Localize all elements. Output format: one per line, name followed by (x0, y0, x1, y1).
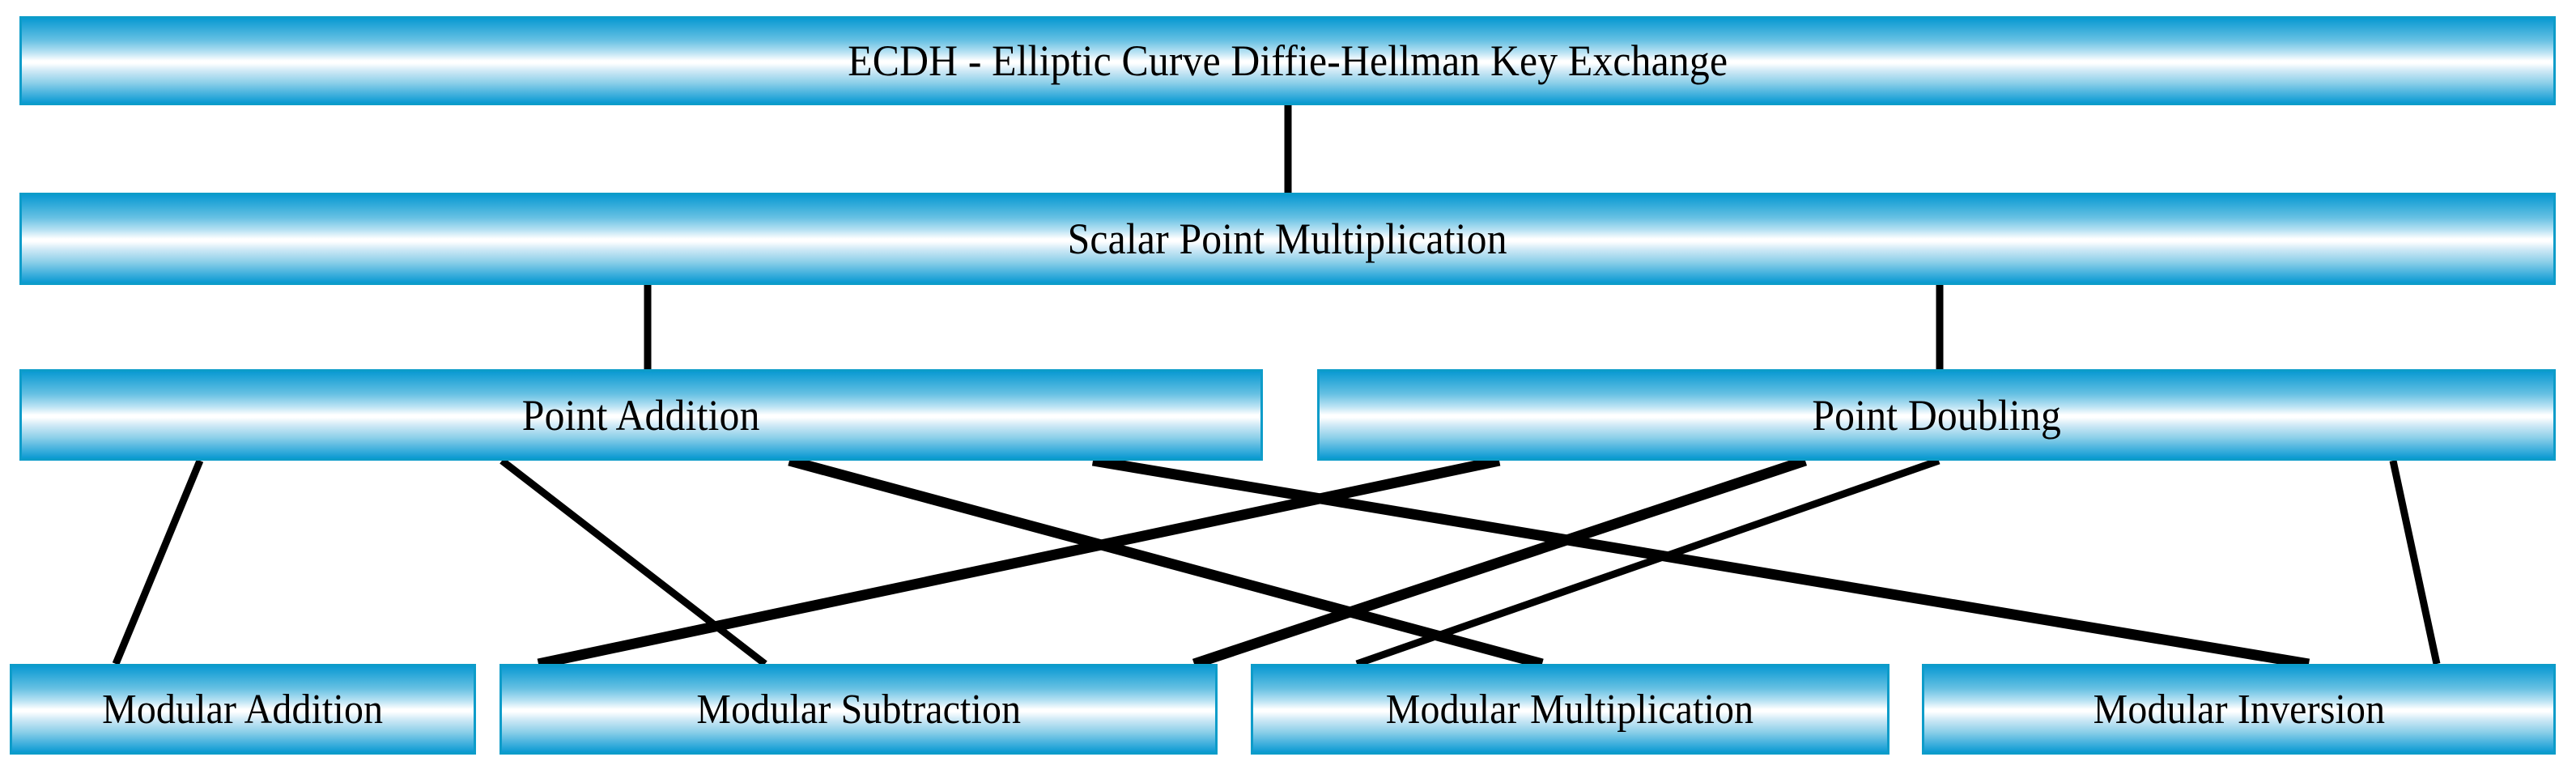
edge-point-doubling-to-modular-multiplication (1355, 457, 1941, 668)
edge-point-addition-to-modular-addition (112, 459, 204, 666)
node-modular-addition-label: Modular Addition (102, 686, 384, 733)
node-scalar-point-multiplication[interactable]: Scalar Point Multiplication (19, 193, 2556, 285)
edge-point-doubling-to-modular-addition (537, 455, 1501, 670)
edge-point-addition-to-modular-inversion (1091, 455, 2310, 670)
node-modular-inversion[interactable]: Modular Inversion (1922, 664, 2556, 755)
node-scalar-point-multiplication-label: Scalar Point Multiplication (1067, 215, 1508, 263)
node-modular-addition[interactable]: Modular Addition (10, 664, 476, 755)
node-ecdh-label: ECDH - Elliptic Curve Diffie-Hellman Key… (848, 36, 1728, 85)
node-modular-subtraction[interactable]: Modular Subtraction (499, 664, 1218, 755)
node-modular-subtraction-label: Modular Subtraction (696, 686, 1021, 733)
edge-point-addition-to-modular-multiplication (788, 455, 1544, 670)
edge-point-doubling-to-modular-subtraction (1192, 455, 1808, 670)
node-point-addition[interactable]: Point Addition (19, 369, 1263, 461)
node-point-doubling-label: Point Doubling (1812, 390, 2061, 440)
edge-point-addition-to-modular-subtraction (499, 457, 767, 667)
node-point-doubling[interactable]: Point Doubling (1317, 369, 2556, 461)
node-modular-multiplication[interactable]: Modular Multiplication (1251, 664, 1889, 755)
node-point-addition-label: Point Addition (522, 390, 760, 440)
node-ecdh[interactable]: ECDH - Elliptic Curve Diffie-Hellman Key… (19, 16, 2556, 105)
node-modular-multiplication-label: Modular Multiplication (1386, 686, 1754, 733)
node-modular-inversion-label: Modular Inversion (2093, 686, 2385, 733)
edge-point-doubling-to-modular-inversion (2389, 460, 2441, 665)
